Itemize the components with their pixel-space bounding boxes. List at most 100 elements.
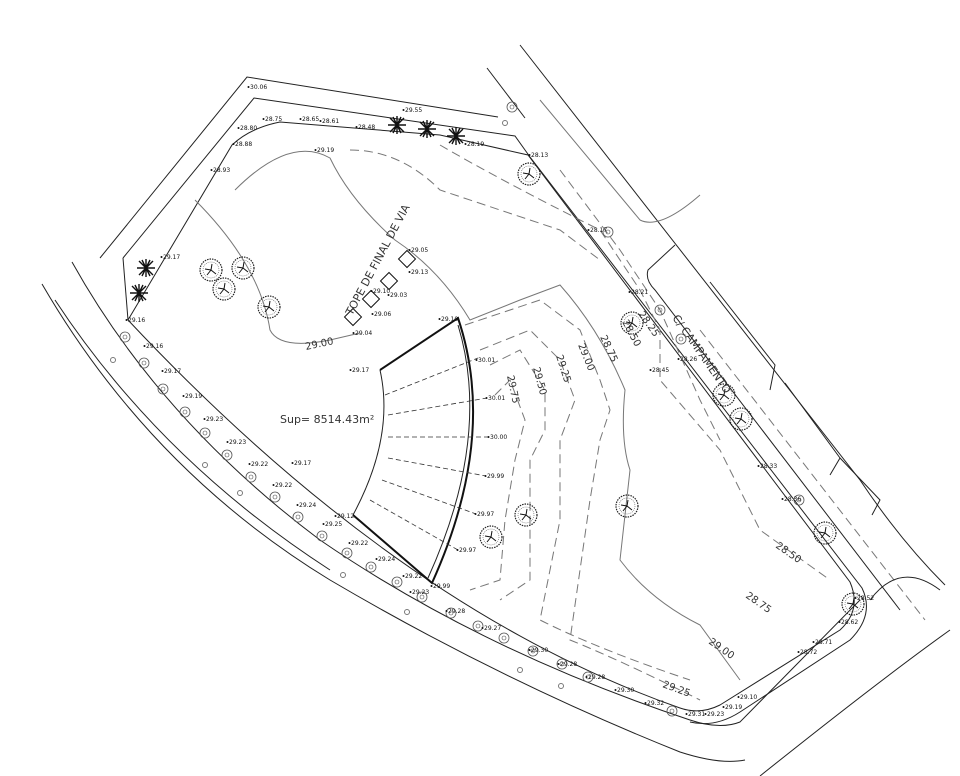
elevation-label: 30.00: [490, 434, 507, 441]
elevation-point: [438, 318, 441, 320]
palm-icon: [129, 283, 149, 303]
elevation-point: [210, 169, 213, 171]
plot-boundary: [99, 76, 867, 725]
elevation-point: [587, 229, 590, 231]
elevation-point: [371, 313, 374, 315]
elevation-label: 29.10: [441, 316, 458, 323]
elevation-point: [182, 395, 185, 397]
area-label: Sup= 8514.43m²: [280, 413, 374, 426]
elevation-label: 30.01: [488, 395, 505, 402]
elevation-point: [677, 358, 680, 360]
elevation-label: 29.28: [588, 674, 605, 681]
palm-icon: [387, 115, 407, 135]
elevation-label: 29.10: [373, 288, 390, 295]
trees: [199, 162, 865, 616]
elevation-label: 28.19: [467, 141, 484, 148]
elevation-label: 29.22: [251, 461, 268, 468]
elevation-point: [143, 345, 146, 347]
elevation-point: [349, 369, 352, 371]
elevation-point: [737, 696, 740, 698]
elevation-label: 29.32: [647, 700, 664, 707]
contour-labels: 29.00 29.75 29.50 29.25 29.00 28.75 28.5…: [304, 309, 803, 699]
elevation-label: 28.72: [800, 649, 817, 656]
elevation-point: [484, 475, 487, 477]
elevation-point: [370, 290, 373, 292]
palm-icon: [446, 126, 466, 146]
road-lines: [41, 44, 951, 776]
elevation-label: 29.10: [740, 694, 757, 701]
elevation-point: [408, 249, 411, 251]
elevation-point: [445, 610, 448, 612]
elevation-point: [464, 143, 467, 145]
elevation-point: [644, 702, 647, 704]
contour-label: 29.50: [530, 366, 548, 397]
elevation-label: 29.31: [688, 711, 705, 718]
contour-label: 29.25: [661, 679, 692, 699]
elevation-label: 28.62: [841, 619, 858, 626]
elevation-label: 29.16: [128, 317, 145, 324]
elevation-point: [585, 676, 588, 678]
elevation-label: 28.21: [631, 289, 648, 296]
elevation-point: [854, 597, 857, 599]
elevation-point: [262, 118, 265, 120]
elevation-point: [314, 149, 317, 151]
elevation-label: 28.36: [784, 496, 801, 503]
contour-label: 29.25: [553, 354, 572, 385]
elevation-label: 29.23: [206, 416, 223, 423]
elevation-point: [797, 651, 800, 653]
tree-icon: [729, 407, 753, 431]
elevation-label: 30.06: [250, 84, 267, 91]
contour-label: 29.75: [504, 374, 521, 404]
elevation-point: [348, 542, 351, 544]
elevation-point: [226, 441, 229, 443]
elevation-label: 29.19: [725, 704, 742, 711]
elevation-point: [161, 370, 164, 372]
elevation-point: [296, 504, 299, 506]
contour-label: 29.00: [575, 342, 596, 373]
elevation-label: 29.99: [433, 583, 450, 590]
contour-label: 28.50: [773, 540, 803, 565]
elevation-label: 28.80: [240, 125, 257, 132]
elevation-point: [237, 127, 240, 129]
elevation-point: [649, 369, 652, 371]
elevation-point: [408, 271, 411, 273]
elevation-point: [614, 689, 617, 691]
elevation-label: 28.88: [235, 141, 252, 148]
elevation-label: 29.97: [459, 547, 476, 554]
elevation-point: [481, 627, 484, 629]
palm-icon: [136, 258, 156, 278]
elevation-label: 29.17: [163, 254, 180, 261]
elevation-label: 28.65: [302, 116, 319, 123]
elevation-label: 30.01: [478, 357, 495, 364]
elevation-point: [487, 436, 490, 438]
elevation-label: 28.17: [590, 227, 607, 234]
elevation-label: 28.71: [815, 639, 832, 646]
elevation-point: [781, 498, 784, 500]
elevation-label: 29.25: [325, 521, 342, 528]
elevation-point: [319, 120, 322, 122]
elevation-label: 29.24: [299, 502, 316, 509]
tree-icon: [813, 521, 837, 545]
elevation-point: [685, 713, 688, 715]
elevation-point: [628, 291, 631, 293]
tree-icon: [514, 503, 538, 527]
elevation-label: 28.33: [760, 463, 777, 470]
elevation-label: 29.28: [560, 661, 577, 668]
spot-elevations: 30.06 29.55 28.75 28.65 28.61 28.48 28.8…: [125, 84, 874, 718]
elevation-label: 28.48: [358, 124, 375, 131]
elevation-label: 29.04: [355, 330, 372, 337]
contour-lines: [194, 144, 831, 701]
elevation-point: [387, 294, 390, 296]
elevation-label: 29.17: [164, 368, 181, 375]
contour-label: 28.50: [619, 318, 642, 348]
elevation-point: [704, 713, 707, 715]
elevation-point: [248, 463, 251, 465]
bollards: [343, 249, 417, 327]
elevation-point: [291, 462, 294, 464]
elevation-point: [203, 418, 206, 420]
elevation-label: 29.17: [294, 460, 311, 467]
elevation-label: 29.28: [448, 608, 465, 615]
elevation-label: 28.93: [213, 167, 230, 174]
